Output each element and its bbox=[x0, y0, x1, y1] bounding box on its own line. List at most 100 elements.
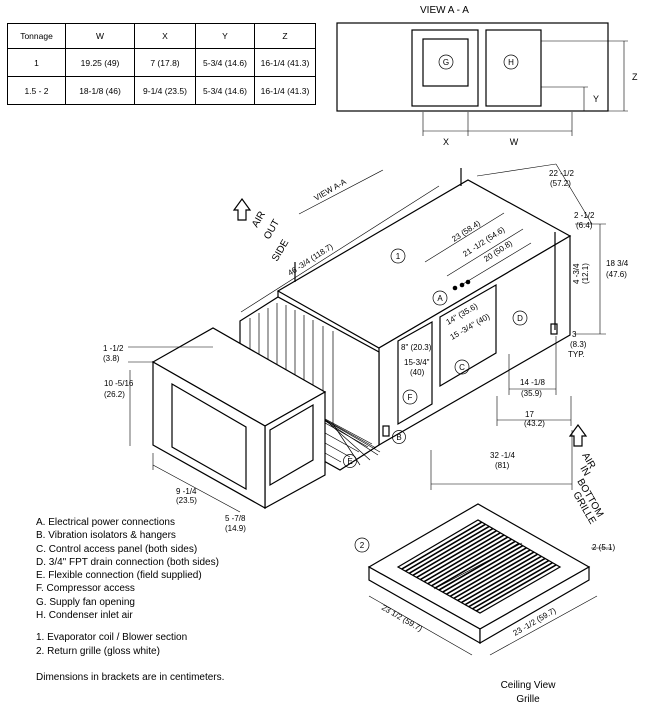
callout-b bbox=[392, 430, 406, 444]
table-cell: 1 bbox=[7, 48, 66, 77]
dim-z-label: Z bbox=[632, 72, 638, 82]
return-grille: 2 2 (5.1) 23 1/2 (59.7) 23 -1/2 (59.7) C… bbox=[354, 503, 615, 705]
callout-b-label: B bbox=[396, 433, 401, 442]
dimension-table: Tonnage W X Y Z 1 19.25 (49) 7 (17.8) 5-… bbox=[7, 23, 316, 105]
opening-g-inner bbox=[422, 38, 469, 87]
table-header-row: Tonnage W X Y Z bbox=[7, 23, 316, 49]
grille-divider bbox=[433, 542, 523, 590]
louver-slat bbox=[401, 521, 483, 570]
louver-slat bbox=[453, 551, 535, 600]
louver-slat bbox=[449, 549, 531, 597]
dim-x-label: X bbox=[443, 137, 449, 147]
view-aa-label: VIEW A-A bbox=[313, 177, 349, 203]
callout-a-label: A bbox=[437, 294, 443, 303]
panel-dim-text: (40) bbox=[410, 368, 425, 377]
louver-slat bbox=[405, 523, 486, 572]
callout-g bbox=[438, 54, 454, 70]
arrow-up-icon bbox=[232, 197, 252, 221]
supply-duct-box bbox=[151, 327, 327, 510]
air-out-text: AIR bbox=[250, 210, 268, 230]
dim-width-text: (57.2) bbox=[550, 179, 571, 188]
callout-a bbox=[432, 290, 448, 306]
air-out-text: SIDE bbox=[270, 238, 291, 264]
dim-9-line bbox=[152, 464, 241, 513]
louver-slat bbox=[408, 525, 490, 574]
supply-opening-side bbox=[269, 403, 314, 487]
dim-y-label: Y bbox=[593, 94, 599, 104]
dim-4-text: 4 -3/4 bbox=[572, 263, 581, 284]
legend-item: F. Compressor access bbox=[36, 583, 135, 595]
legend-item: C. Control access panel (both sides) bbox=[36, 543, 198, 555]
louver-slat bbox=[475, 564, 557, 612]
dim-5-text: 5 -7/8 bbox=[225, 514, 246, 523]
callout-2 bbox=[354, 537, 370, 553]
legend-item: H. Condenser inlet air bbox=[36, 610, 133, 622]
dim-4-text: (12.1) bbox=[581, 263, 590, 284]
dim-2-text: 2 -1/2 bbox=[574, 211, 595, 220]
view-aa: VIEW A - A G H Y Z X W bbox=[336, 5, 638, 147]
legend-item: 2. Return grille (gloss white) bbox=[36, 645, 160, 657]
legend-item: E. Flexible connection (field supplied) bbox=[36, 570, 202, 582]
main-unit: 1 A D C F B 8" (20.3) 15-3/4" (40) 14" (… bbox=[276, 168, 572, 447]
table-row: 1.5 - 2 18-1/8 (46) 9-1/4 (23.5) 5-3/4 (… bbox=[7, 76, 316, 105]
callout-h bbox=[503, 54, 519, 70]
dim-10-text: (26.2) bbox=[104, 390, 125, 399]
callout-f-label: F bbox=[408, 393, 413, 402]
grille-height-text: 2 (5.1) bbox=[592, 543, 615, 552]
callout-e bbox=[343, 454, 357, 468]
louver-slat bbox=[416, 529, 498, 579]
louver-slat bbox=[434, 540, 516, 589]
dim-length-line bbox=[240, 185, 440, 313]
dim-width-text: 22 -1/2 bbox=[549, 169, 574, 178]
drain-connection bbox=[550, 323, 558, 335]
box-front bbox=[152, 360, 266, 510]
callout-f bbox=[402, 389, 418, 405]
dim-17-text: (43.2) bbox=[524, 419, 545, 428]
callout-e-label: E bbox=[347, 457, 352, 466]
louver-slat bbox=[457, 553, 539, 602]
view-aa-frame bbox=[336, 22, 609, 112]
callout-1 bbox=[390, 248, 406, 264]
dim-32-text: 32 -1/4 bbox=[490, 451, 515, 460]
grille-caption: Grille bbox=[516, 694, 540, 705]
dim-14-text: (35.9) bbox=[521, 389, 542, 398]
louver-slat bbox=[468, 559, 550, 608]
grille-face bbox=[396, 519, 562, 614]
dim-3-text: 3 bbox=[572, 330, 577, 339]
louver-slat bbox=[431, 538, 512, 587]
dim-leader bbox=[424, 212, 505, 263]
table-cell: 9-1/4 (23.5) bbox=[134, 76, 196, 105]
grille-side-right bbox=[479, 565, 590, 645]
air-out-text: OUT bbox=[262, 218, 282, 242]
dim-9-text: (23.5) bbox=[176, 496, 197, 505]
dim-2-text: (6.4) bbox=[576, 221, 593, 230]
legend-item: D. 3/4" FPT drain connection (both sides… bbox=[36, 556, 219, 568]
table-cell: 1.5 - 2 bbox=[7, 76, 66, 105]
arrow-up-icon bbox=[568, 423, 588, 447]
legend: A. Electrical power connections B. Vibra… bbox=[36, 516, 224, 684]
table-cell: 16-1/4 (41.3) bbox=[254, 48, 316, 77]
dim-32-text: (81) bbox=[495, 461, 510, 470]
dim-height-text: (47.6) bbox=[606, 270, 627, 279]
callout-d-label: D bbox=[517, 314, 523, 323]
dim-3-text: TYP. bbox=[568, 350, 585, 359]
dim-5-text: (14.9) bbox=[225, 524, 246, 533]
supply-opening-front bbox=[171, 382, 247, 491]
louver-slat bbox=[464, 557, 546, 606]
table-cell: 18-1/8 (46) bbox=[65, 76, 135, 105]
grille-caption: Ceiling View bbox=[501, 680, 557, 691]
louver-slat bbox=[427, 536, 509, 585]
callout-c-label: C bbox=[459, 363, 465, 372]
callout-c bbox=[454, 359, 470, 375]
dim-grille-line bbox=[368, 595, 473, 656]
table-cell: 16-1/4 (41.3) bbox=[254, 76, 316, 105]
opening-g-outer bbox=[411, 29, 479, 107]
callout-1-label: 1 bbox=[396, 252, 401, 261]
callout-2-label: 2 bbox=[360, 541, 365, 550]
legend-item: B. Vibration isolators & hangers bbox=[36, 530, 176, 542]
dim-1-text: (3.8) bbox=[103, 354, 120, 363]
electrical-connection bbox=[452, 285, 458, 291]
dim-width-line bbox=[555, 163, 593, 225]
callout-d bbox=[512, 310, 528, 326]
